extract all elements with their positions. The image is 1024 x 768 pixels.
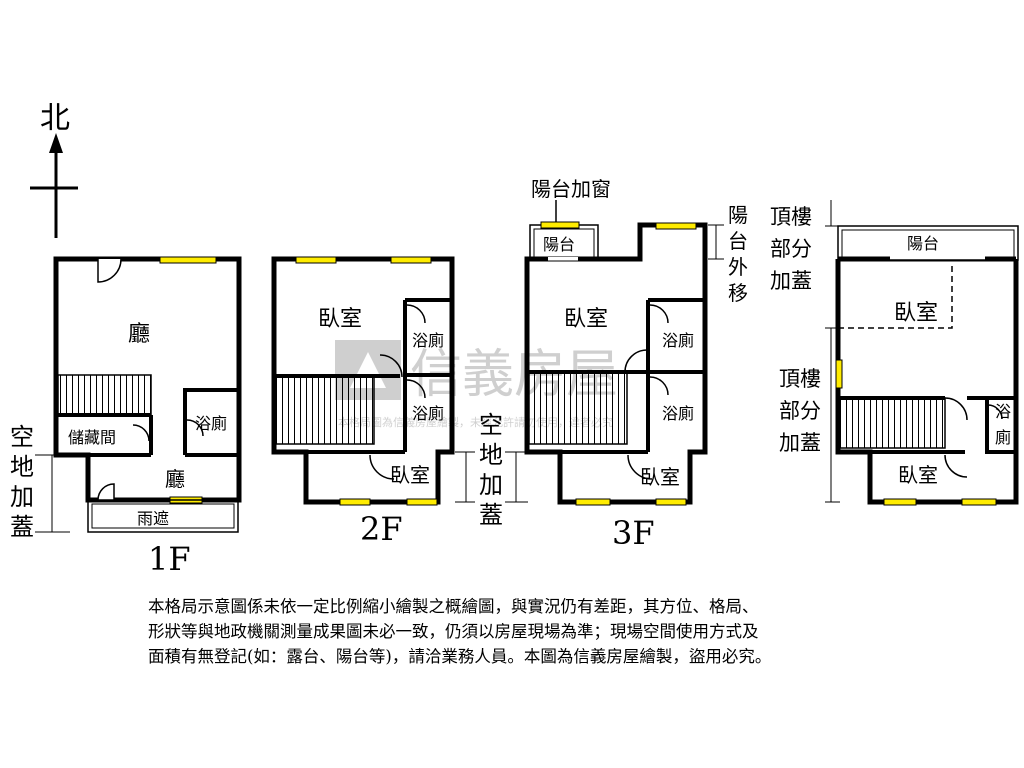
open-land-char-4: 蓋 — [10, 513, 34, 541]
f1-canopy: 雨遮 — [137, 509, 169, 528]
rooftop-bottom-line-3: 加蓋 — [779, 431, 821, 455]
roof-bath-char-2: 廁 — [995, 428, 1011, 447]
north-label: 北 — [40, 101, 70, 136]
rooftop-bottom-line-2: 部分 — [779, 399, 821, 423]
f3-bath-bottom: 浴廁 — [662, 404, 694, 423]
balcony-moved-out-annotation: 陽 台 外 移 — [728, 203, 754, 305]
floor-roof: 陽台 臥室 浴 廁 臥室 頂樓 部分 加蓋 頂樓 部分 加蓋 — [770, 200, 1019, 506]
f1-label: 1F — [148, 540, 191, 578]
disclaimer-line-3: 面積有無登記(如：露台、陽台等)，請洽業務人員。本圖為信義房屋繪製，盜用必究。 — [148, 647, 772, 666]
open-land-char-1: 空 — [10, 423, 34, 451]
roof-bedroom-bottom: 臥室 — [898, 463, 938, 487]
rooftop-addition-top: 頂樓 部分 加蓋 — [770, 205, 819, 293]
open-land-addition-text-left: 空 地 加 蓋 — [10, 423, 42, 541]
f1-hall-bottom: 廳 — [165, 467, 185, 491]
open-land-addition-middle: 空 地 加 蓋 — [455, 411, 528, 529]
roof-bath-char-1: 浴 — [995, 402, 1011, 421]
f3-label: 3F — [612, 514, 655, 552]
f2-bedroom-bottom: 臥室 — [390, 463, 430, 487]
roof-balcony: 陽台 — [907, 234, 939, 253]
f2-bedroom-top: 臥室 — [318, 307, 362, 332]
moved-out-char-4: 移 — [728, 281, 748, 305]
disclaimer: 本格局示意圖係未依一定比例縮小繪製之概繪圖，與實況仍有差距，其方位、格局、 形狀… — [148, 594, 928, 669]
roof-bath: 浴 廁 — [995, 402, 1016, 447]
f3-bedroom-top: 臥室 — [564, 307, 608, 332]
disclaimer-line-2: 形狀等與地政機關測量成果圖未必一致，仍須以房屋現場為準；現場空間使用方式及 — [148, 622, 759, 641]
f2-bath-bottom: 浴廁 — [412, 404, 444, 423]
moved-out-char-2: 台 — [728, 229, 748, 253]
f1-storage: 儲藏間 — [68, 428, 116, 447]
balcony-window-annotation: 陽台加窗 — [531, 177, 611, 201]
open-land-char-m4: 蓋 — [479, 501, 503, 529]
f3-bedroom-bottom: 臥室 — [640, 465, 680, 489]
floor-2f: 臥室 浴廁 浴廁 臥室 2F — [271, 256, 455, 548]
rooftop-top-line-2: 部分 — [770, 237, 812, 261]
open-land-char-m1: 空 — [479, 411, 503, 439]
disclaimer-line-1: 本格局示意圖係未依一定比例縮小繪製之概繪圖，與實況仍有差距，其方位、格局、 — [148, 597, 759, 616]
rooftop-addition-bottom: 頂樓 部分 加蓋 — [779, 367, 828, 455]
roof-bedroom-top: 臥室 — [894, 301, 938, 326]
north-arrow-icon — [49, 133, 63, 153]
rooftop-bottom-line-1: 頂樓 — [779, 367, 821, 391]
moved-out-char-1: 陽 — [728, 203, 748, 227]
open-land-char-m3: 加 — [479, 471, 503, 499]
f3-bath-top: 浴廁 — [662, 331, 694, 350]
open-land-char-2: 地 — [10, 453, 34, 481]
moved-out-char-3: 外 — [728, 255, 748, 279]
compass: 北 — [30, 101, 78, 238]
floor-1f: 廳 儲藏間 浴廁 廳 雨遮 1F — [53, 256, 242, 578]
open-land-char-m2: 地 — [479, 441, 503, 469]
f2-bath-top: 浴廁 — [412, 331, 444, 350]
f1-hall-top: 廳 — [128, 322, 150, 347]
floor-3f: 陽台 臥室 浴廁 浴廁 臥室 3F 陽台加窗 陽 台 外 移 — [524, 177, 754, 552]
open-land-char-3: 加 — [10, 483, 34, 511]
f3-balcony: 陽台 — [543, 235, 575, 254]
rooftop-top-line-1: 頂樓 — [770, 205, 812, 229]
f1-bath: 浴廁 — [195, 414, 227, 433]
rooftop-top-line-3: 加蓋 — [770, 269, 812, 293]
open-land-addition-left: 空 地 加 蓋 — [10, 423, 70, 541]
f2-label: 2F — [360, 510, 403, 548]
open-land-addition-text-middle: 空 地 加 蓋 — [479, 411, 511, 529]
